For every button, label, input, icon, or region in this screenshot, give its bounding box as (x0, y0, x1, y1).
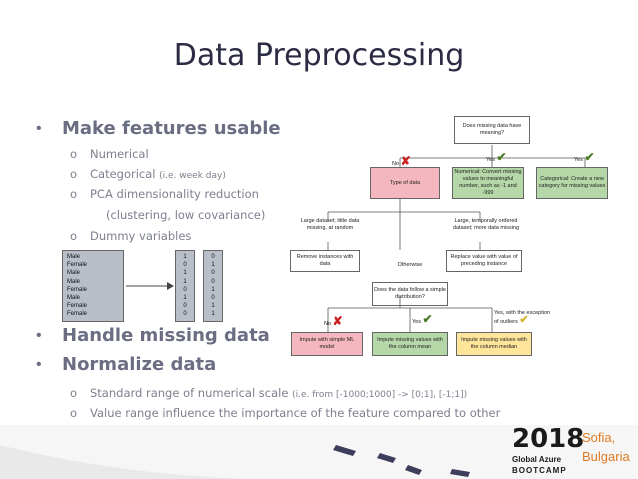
matrix-cell: 1 (211, 303, 215, 310)
diagram-yes-label-3: Yes ✔ (412, 312, 433, 326)
diagram-numerical-box: Numerical: Convert missing values to mea… (452, 167, 524, 199)
logo-year: 2018 (512, 424, 585, 454)
matrix-cell: 1 (183, 270, 187, 277)
check-icon: ✔ (496, 150, 507, 164)
bullet-normalize: Normalize data (62, 354, 217, 375)
diagram-connectors (327, 145, 586, 332)
matrix-cell: 1 (211, 311, 215, 318)
cross-icon: ✘ (400, 154, 411, 168)
diagram-type-of-data: Type of data (370, 167, 440, 199)
bullet-marker: • (36, 327, 42, 344)
bullet-make-features: Make features usable (62, 118, 281, 139)
matrix-arrow (126, 282, 174, 290)
diagram-simple-distribution: Does the data follow a simple distributi… (372, 282, 448, 306)
matrix-cell: Female (67, 303, 88, 310)
check-icon: ✔ (519, 313, 529, 326)
diagram-yes-label-2: Yes ✔ (574, 150, 595, 164)
diagram-impute-ml: Impute with simple ML model (291, 332, 363, 356)
diagram-impute-mean: Impute missing values with the column me… (372, 332, 448, 356)
matrix-cell: Male (67, 278, 81, 285)
bullet-handle-missing: Handle missing data (62, 325, 270, 346)
matrix-cell: 1 (183, 254, 187, 260)
diagram-no-label: No ✘ (392, 154, 411, 168)
decorative-wave (0, 445, 470, 479)
matrix-cell: Male (67, 270, 81, 277)
diagram-remove-instances: Remove instances with data (290, 250, 360, 272)
diagram-large-random: Large dataset; little data missing, at r… (300, 218, 360, 231)
diagram-yes-outliers: Yes, with the exception of outliers ✔ (494, 310, 551, 326)
matrix-cell: Female (67, 286, 88, 293)
diagram-replace-preceding: Replace value with value of preceding in… (446, 250, 522, 272)
sub-pca-note: (clustering, low covariance) (106, 208, 266, 222)
matrix-cell: 1 (211, 286, 215, 293)
matrix-cell: 0 (211, 270, 215, 277)
diagram-categorical-box: Categorical: Create a new category for m… (536, 167, 608, 199)
matrix-cell: 0 (183, 311, 187, 318)
diagram-no-label-2: No ✘ (324, 314, 343, 328)
matrix-cell: 0 (211, 254, 215, 260)
city-bulgaria: Bulgaria (582, 449, 630, 464)
matrix-cell: Male (67, 254, 81, 260)
matrix-cell: 0 (183, 286, 187, 293)
matrix-cell: 0 (211, 278, 215, 285)
bullet-marker: • (36, 356, 42, 373)
bullet-marker: • (36, 120, 42, 137)
logo-global-azure: Global Azure (512, 455, 562, 464)
diagram-impute-median: Impute missing values with the column me… (456, 332, 532, 356)
matrix-cell: 0 (183, 303, 187, 310)
slide-title: Data Preprocessing (173, 38, 465, 73)
diagram-otherwise: Otherwise (397, 262, 423, 268)
diagram-root: Does missing data have meaning? (454, 116, 530, 144)
matrix-cell: 1 (183, 295, 187, 302)
matrix-cell: Male (67, 295, 81, 302)
cross-icon: ✘ (332, 314, 343, 328)
matrix-cell: 1 (183, 278, 187, 285)
matrix-cell: 0 (211, 295, 215, 302)
matrix-cell: 0 (183, 262, 187, 269)
diagram-yes-label: Yes ✔ (486, 150, 507, 164)
logo-bootcamp: BOOTCAMP (512, 466, 567, 475)
check-icon: ✔ (422, 312, 433, 326)
matrix-cell: Female (67, 262, 88, 269)
matrix-cell: 1 (211, 262, 215, 269)
matrix-cell: Female (67, 311, 88, 318)
diagram-large-temporal: Large, temporally ordered dataset; more … (452, 218, 520, 231)
check-icon: ✔ (584, 150, 595, 164)
city-sofia: Sofia, (582, 430, 616, 445)
